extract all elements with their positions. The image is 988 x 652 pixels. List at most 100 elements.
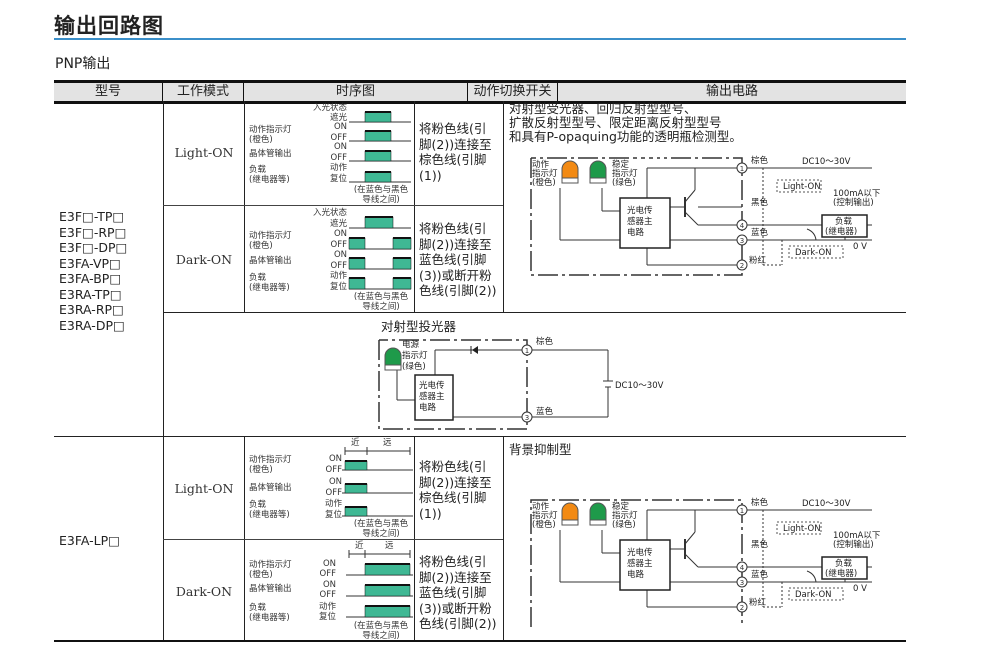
timing-note: (在蓝色与黑色导线之间): [349, 621, 413, 641]
timing-waveforms: [346, 550, 413, 618]
text-label: (橙色): [532, 519, 556, 530]
label-load: 负载(继电器等): [249, 500, 290, 520]
pin-3: [736, 234, 748, 246]
label-off: OFF: [325, 465, 342, 475]
pulse: [364, 150, 392, 162]
pin-3: [736, 576, 748, 588]
label-transistor: 晶体管输出: [249, 483, 292, 493]
pulse: [344, 506, 368, 517]
pin-1: [736, 504, 748, 516]
text-label: 导线之间): [362, 302, 400, 312]
text-label: 动作指示灯: [249, 560, 292, 570]
pulse: [392, 257, 412, 270]
label-dark-state: 遮光: [329, 113, 347, 123]
switch-line: 将粉色线(引: [419, 459, 487, 474]
text-label: (继电器等): [249, 175, 290, 185]
dark-on-box: [788, 245, 844, 259]
model-item: E3RA-DP□: [59, 317, 125, 333]
stable-led-icon: [589, 502, 607, 521]
timing-note: (在蓝色与黑色导线之间): [349, 519, 413, 539]
label-reset: 复位: [318, 612, 336, 622]
grid-line: [163, 539, 503, 540]
pulse: [344, 460, 368, 471]
light-on-box: [776, 179, 822, 193]
grid-line: [163, 101, 164, 640]
pulse: [348, 277, 366, 290]
receiver-circuit: 1 4 3 2 动作 指示灯 (橙色) 稳定 指示灯 (绿色) 光电传 感器主 …: [527, 150, 907, 280]
pulse: [364, 171, 392, 183]
text-label: 电源: [402, 339, 420, 350]
switch-line: 将粉色线(引: [419, 221, 487, 236]
grid-line: [414, 101, 415, 312]
text-label: (橙色): [249, 570, 273, 580]
text-label: (控制输出): [833, 539, 874, 550]
switch-line: (1)): [419, 505, 442, 521]
text-label: (继电器等): [249, 613, 290, 623]
label-indicator: 动作指示灯(橙色): [249, 455, 292, 475]
text-label: 导线之间): [362, 529, 400, 539]
text-label: 棕色: [751, 155, 769, 166]
text-label: (橙色): [249, 241, 273, 251]
pin-number: 3: [525, 414, 529, 422]
model-item: E3FA-LP□: [59, 533, 120, 548]
text-label: 动作指示灯: [249, 125, 292, 135]
switch-line: 棕色线(引脚: [419, 490, 487, 505]
timing-waveforms: [342, 447, 413, 517]
text-label: 光电传: [627, 205, 653, 216]
text-label: (继电器): [825, 226, 857, 237]
header-switch: 动作切换开关: [468, 83, 558, 101]
text-label: 指示灯: [402, 350, 428, 361]
pulse: [364, 563, 411, 576]
model-item: E3RA-RP□: [59, 302, 124, 317]
label-on: ON: [333, 229, 347, 239]
text-label: Light-ON: [783, 524, 821, 534]
grid-line: [503, 436, 504, 640]
label-on: ON: [322, 559, 336, 569]
label-operate: 动作: [329, 271, 347, 281]
load-box: [821, 556, 868, 580]
pulse: [364, 111, 392, 123]
mode-dark-on: Dark-ON: [175, 584, 233, 599]
pin-1: [736, 162, 748, 174]
grid-line: [414, 436, 415, 640]
text-label: 粉红: [749, 597, 767, 608]
pulse: [364, 584, 411, 597]
text-label: 黑色: [751, 197, 769, 208]
label-off: OFF: [325, 488, 342, 498]
text-label: 黑色: [751, 539, 769, 550]
grid-line: [163, 205, 503, 206]
label-reset: 复位: [324, 510, 342, 520]
dark-on-box: [788, 587, 844, 601]
text-label: 对射型受光器、回归反射型型号、: [509, 101, 697, 116]
text-label: 电路: [627, 227, 645, 238]
switch-description: 将粉色线(引 脚(2))连接至 蓝色线(引脚 (3))或断开粉 色线(引脚(2)…: [419, 221, 496, 299]
text-label: (绿色): [612, 177, 636, 188]
bgs-circuit-diagram: 1 4 3 2 动作 指示灯 (橙色) 稳定 指示灯 (绿色) 光电传 感器主 …: [530, 497, 881, 627]
label-dark-state: 遮光: [329, 219, 347, 229]
label-load: 负载(继电器等): [249, 603, 290, 623]
label-indicator: 动作指示灯(橙色): [249, 560, 292, 580]
text-label: 棕色: [536, 336, 554, 347]
action-led-icon: [561, 160, 579, 179]
text-label: (在蓝色与黑色: [353, 185, 409, 195]
text-label: 蓝色: [751, 227, 769, 238]
text-label: 电路: [627, 569, 645, 580]
text-label: Dark-ON: [795, 590, 832, 600]
label-operate: 动作: [329, 163, 347, 173]
text-label: 负载: [249, 273, 267, 283]
mode-light-on: Light-ON: [174, 145, 234, 160]
pin-number: 1: [740, 507, 744, 515]
switch-line: 棕色线(引脚: [419, 152, 487, 167]
label-off: OFF: [330, 133, 347, 143]
text-label: 负载: [835, 558, 853, 569]
switch-line: 脚(2))连接至: [419, 569, 492, 585]
text-label: 扩散反射型型号、限定距离反射型型号: [509, 115, 722, 130]
action-led-icon: [561, 502, 579, 521]
label-operate: 动作: [318, 602, 336, 612]
model-item: E3F□-TP□: [59, 209, 125, 224]
model-item: E3RA-TP□: [59, 286, 122, 302]
pin-number: 3: [740, 579, 744, 587]
text-label: 和具有P-opaquing功能的透明瓶检测型。: [509, 129, 742, 144]
text-label: 稳定: [612, 501, 630, 512]
text-label: 动作指示灯: [249, 455, 292, 465]
